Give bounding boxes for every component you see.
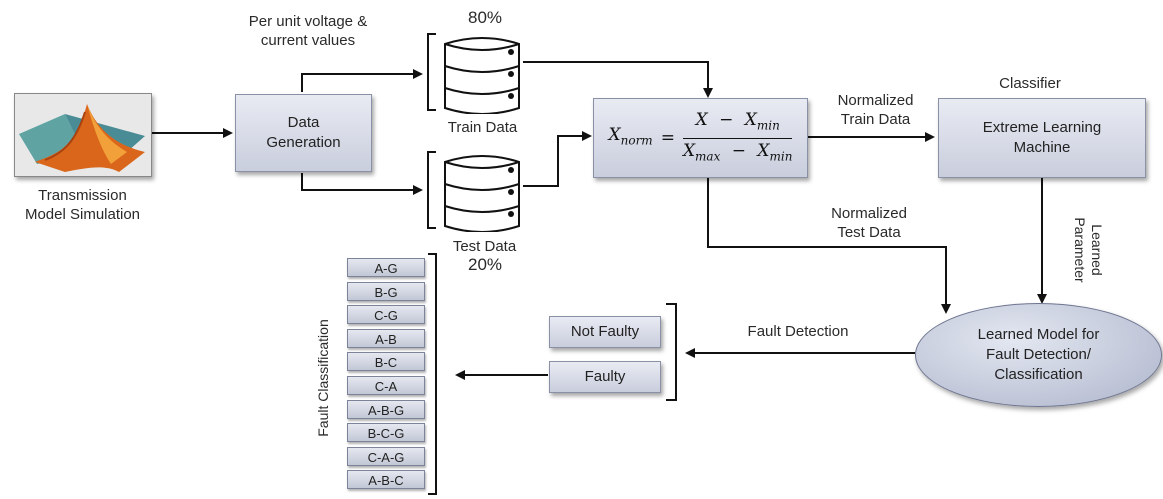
transmission-label: Transmission Model Simulation — [24, 187, 141, 223]
train-database-icon — [444, 37, 520, 114]
arrow-train-to-formula — [523, 61, 713, 98]
fault-type-item: C-G — [347, 305, 425, 325]
faulty-box: Faulty — [549, 361, 661, 393]
fault-type-item: A-B-C — [347, 470, 425, 490]
fault-type-item: A-B — [347, 328, 425, 348]
train-data-label: Train Data — [447, 119, 518, 136]
classifier-title: Classifier — [999, 75, 1061, 92]
formula-lhs: Xnorm — [608, 125, 653, 148]
arrow-formula-to-model — [707, 178, 951, 314]
detection-bracket — [666, 303, 677, 401]
normalization-formula-box: Xnorm = X − Xmin Xmax − Xmin — [593, 98, 808, 178]
test-percent: 20% — [467, 255, 503, 274]
fault-classification-label: Fault Classification — [315, 319, 331, 437]
test-data-label: Test Data — [452, 238, 517, 255]
matlab-surface-icon — [14, 93, 152, 177]
fault-detection-label: Fault Detection — [747, 323, 849, 340]
fault-type-item: B-C — [347, 352, 425, 372]
classification-bracket — [428, 253, 437, 495]
fault-type-item: A-G — [347, 258, 425, 277]
per-unit-label: Per unit voltage & current values — [248, 13, 368, 49]
fault-type-item: C-A-G — [347, 446, 425, 466]
train-bracket — [427, 33, 436, 111]
train-percent: 80% — [467, 8, 503, 27]
fault-type-item: B-G — [347, 281, 425, 301]
test-bracket — [427, 151, 436, 229]
fault-type-item: A-B-G — [347, 399, 425, 419]
arrow-test-to-formula — [523, 131, 592, 187]
arrow-datagen-to-train — [301, 69, 423, 92]
not-faulty-box: Not Faulty — [549, 316, 661, 348]
arrow-datagen-to-test — [301, 173, 423, 195]
fault-type-item: B-C-G — [347, 423, 425, 443]
formula-fraction: X − Xmin Xmax − Xmin — [682, 110, 793, 163]
test-database-icon — [444, 155, 520, 232]
fault-type-item: C-A — [347, 376, 425, 395]
